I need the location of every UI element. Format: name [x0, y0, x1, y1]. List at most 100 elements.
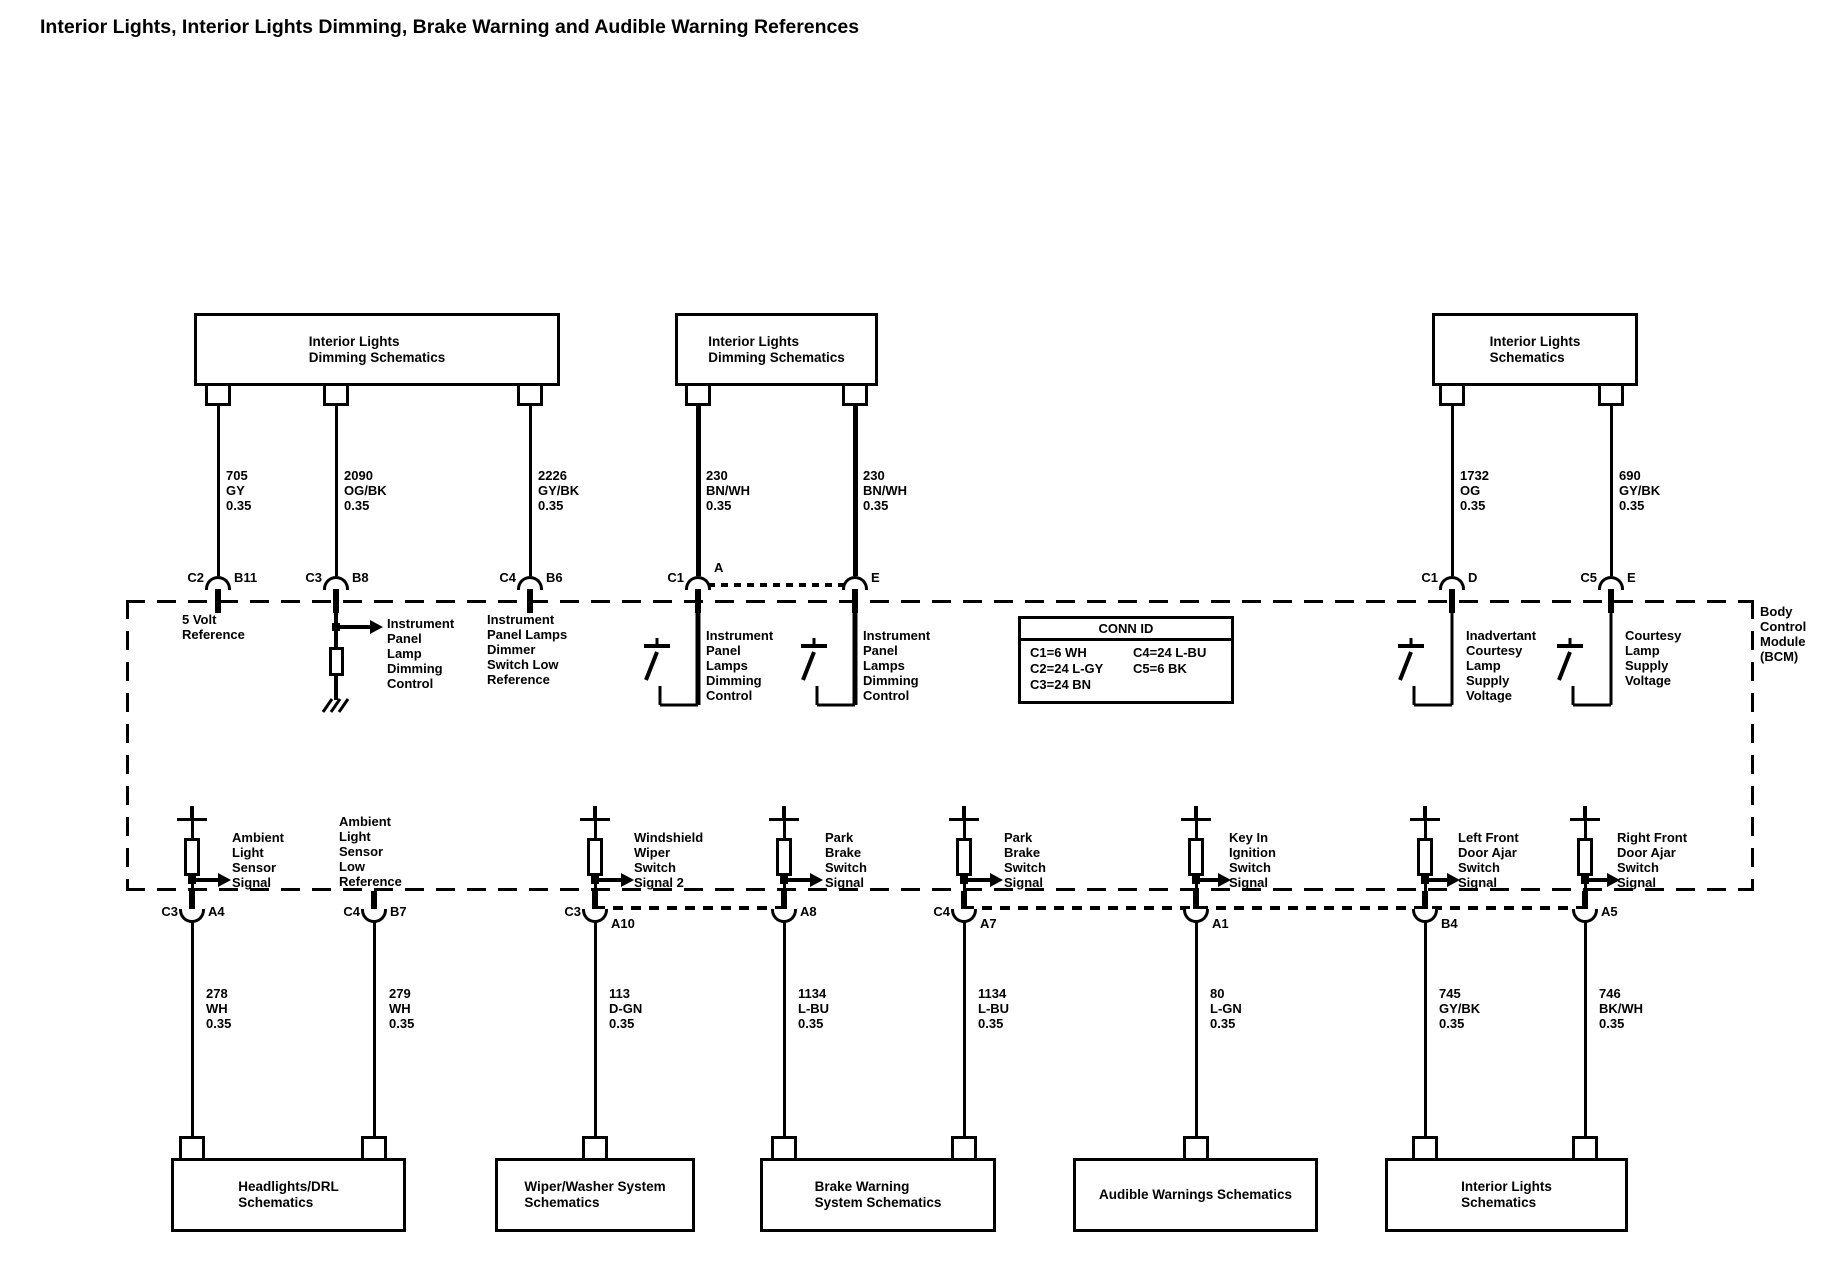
- wire: [217, 404, 220, 576]
- component-box-icon: [587, 838, 603, 876]
- box-tab: [842, 386, 868, 406]
- connector-link-dotted: [708, 583, 848, 587]
- box-tab: [771, 1136, 797, 1158]
- connector-stub: [1582, 891, 1588, 911]
- ref-box-wiper-washer: Wiper/Washer System Schematics: [495, 1158, 695, 1232]
- pin-terminal-bar: [769, 818, 799, 821]
- pin-terminal-bar: [1410, 818, 1440, 821]
- function-label: Courtesy Lamp Supply Voltage: [1625, 628, 1682, 688]
- connector-stub: [1193, 891, 1199, 911]
- conn-id-entry: C5=6 BK: [1133, 661, 1187, 676]
- function-label: Key In Ignition Switch Signal: [1229, 830, 1276, 890]
- arrow-line: [340, 625, 370, 629]
- ref-box-audible-warnings: Audible Warnings Schematics: [1073, 1158, 1318, 1232]
- pin-label: A7: [980, 916, 997, 931]
- arrow-line: [194, 878, 218, 882]
- wire: [594, 921, 597, 1136]
- connector-label: C3: [305, 570, 322, 585]
- box-tab: [582, 1136, 608, 1158]
- pin-terminal-stub: [1423, 806, 1427, 820]
- junction-dot: [960, 876, 968, 884]
- ref-box-brake-warning: Brake Warning System Schematics: [760, 1158, 996, 1232]
- pin-terminal-stub: [1194, 806, 1198, 820]
- wire: [373, 921, 376, 1136]
- function-label: Instrument Panel Lamps Dimming Control: [706, 628, 774, 703]
- ref-box-interior-lights: Interior Lights Schematics: [1432, 313, 1638, 386]
- arrow-head-icon: [810, 873, 823, 887]
- pin-label: E: [871, 570, 880, 585]
- pin-label: A: [714, 560, 724, 575]
- ref-box-interior-lights-dimming-2: Interior Lights Dimming Schematics: [675, 313, 878, 386]
- wire: [1195, 876, 1198, 893]
- junction-dot: [188, 876, 196, 884]
- pin-terminal-stub: [190, 806, 194, 820]
- box-tab: [361, 1136, 387, 1158]
- switch-icon: [1557, 602, 1613, 707]
- wire-thick: [696, 404, 701, 576]
- pin-terminal-stub: [593, 806, 597, 820]
- connector-stub: [1422, 891, 1428, 911]
- pin-terminal-bar: [1181, 818, 1211, 821]
- box-tab: [1439, 386, 1465, 406]
- connector-label: C1: [1421, 570, 1438, 585]
- connector-stub: [781, 891, 787, 911]
- box-tab: [1598, 386, 1624, 406]
- arrow-line: [1587, 878, 1607, 882]
- wire: [1584, 821, 1587, 838]
- ref-box-label: Interior Lights Schematics: [1489, 333, 1581, 365]
- bcm-border-right: [1751, 600, 1754, 891]
- pin-label: A10: [611, 916, 635, 931]
- box-tab: [323, 386, 349, 406]
- wire: [334, 676, 338, 700]
- wire: [783, 876, 786, 893]
- wire: [191, 921, 194, 1136]
- wire: [783, 821, 786, 838]
- function-label: Inadvertant Courtesy Lamp Supply Voltage: [1466, 628, 1537, 703]
- connector-label: C1: [667, 570, 684, 585]
- wire: [594, 876, 597, 893]
- connector-arc: [1598, 576, 1624, 590]
- pin-label: B6: [546, 570, 563, 585]
- connector-arc: [1439, 576, 1465, 590]
- ref-box-label: Interior Lights Schematics: [1461, 1179, 1552, 1210]
- ref-box-label: Audible Warnings Schematics: [1098, 1187, 1293, 1202]
- wire: [191, 876, 194, 893]
- arrow-line: [597, 878, 621, 882]
- switch-icon: [644, 602, 701, 707]
- arrow-head-icon: [990, 873, 1003, 887]
- function-label: Windshield Wiper Switch Signal 2: [634, 830, 704, 890]
- wire: [191, 821, 194, 838]
- wire: [1610, 404, 1613, 576]
- pin-label: D: [1468, 570, 1478, 585]
- junction-dot: [1581, 876, 1589, 884]
- wire: [1195, 821, 1198, 838]
- wire: [1584, 876, 1587, 893]
- arrow-line: [1427, 878, 1447, 882]
- connector-label: C4: [343, 904, 360, 919]
- page-title: Interior Lights, Interior Lights Dimming…: [40, 16, 860, 38]
- connector-label: C4: [499, 570, 516, 585]
- bcm-border-left: [126, 600, 129, 891]
- wire: [1195, 921, 1198, 1136]
- pin-label: A1: [1212, 916, 1229, 931]
- function-label: Instrument Panel Lamp Dimming Control: [387, 616, 455, 691]
- pin-label: B7: [390, 904, 407, 919]
- wire: [594, 821, 597, 838]
- function-label: Ambient Light Sensor Low Reference: [339, 814, 402, 889]
- component-box-icon: [1188, 838, 1204, 876]
- wire: [1424, 821, 1427, 838]
- box-tab: [1412, 1136, 1438, 1158]
